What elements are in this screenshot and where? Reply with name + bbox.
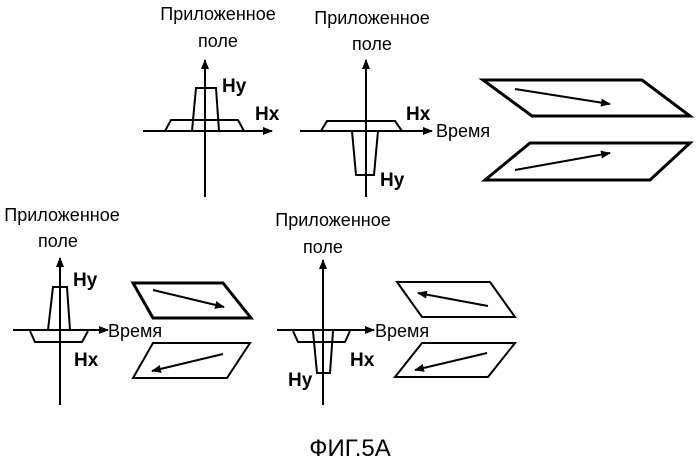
panel-4-field-graph: Приложенное поле Время Hx Hy [275,210,429,405]
magnetization-arrow [152,354,223,371]
time-label: Время [375,321,429,341]
hx-label: Hx [350,350,375,371]
panel-1-title-line1: Приложенное [160,4,275,24]
hy-label: Hy [288,370,313,391]
time-label: Время [108,321,162,341]
lower-plane [133,343,250,378]
panel-4-title-line2: поле [303,237,343,257]
hy-label: Hy [380,170,405,191]
panel-3-title-line2: поле [38,231,78,251]
panel-2-title-line1: Приложенное [314,8,429,28]
upper-plane [133,283,251,318]
hx-label: Hx [406,104,431,125]
panel-4-title-line1: Приложенное [275,210,390,230]
hx-label: Hx [255,104,280,125]
magnetization-arrow [415,353,487,370]
time-label: Время [436,121,490,141]
upper-plane [483,80,690,116]
panel-3-title-line1: Приложенное [4,205,119,225]
hx-pulse [293,331,350,342]
hx-label: Hx [74,350,99,371]
panel-2-field-graph: Приложенное поле Hx Время Hy [300,8,490,197]
hy-label: Hy [73,270,98,291]
panel-3-field-graph: Приложенное поле Hy Время Hx [4,205,162,405]
magnetization-arrow [515,153,610,170]
panel-2-magnetization-planes [483,80,690,180]
figure-caption: ФИГ.5А [309,435,391,462]
panel-1-title-line2: поле [198,31,238,51]
magnetization-arrow [515,89,610,104]
hy-label: Hy [222,76,247,97]
panel-2-title-line2: поле [352,34,392,54]
magnetization-arrow [418,293,488,306]
magnetization-arrow [153,290,224,307]
panel-1-field-graph: Приложенное поле Hy Hx [143,4,280,197]
hx-pulse [321,121,402,131]
lower-plane [485,143,690,180]
